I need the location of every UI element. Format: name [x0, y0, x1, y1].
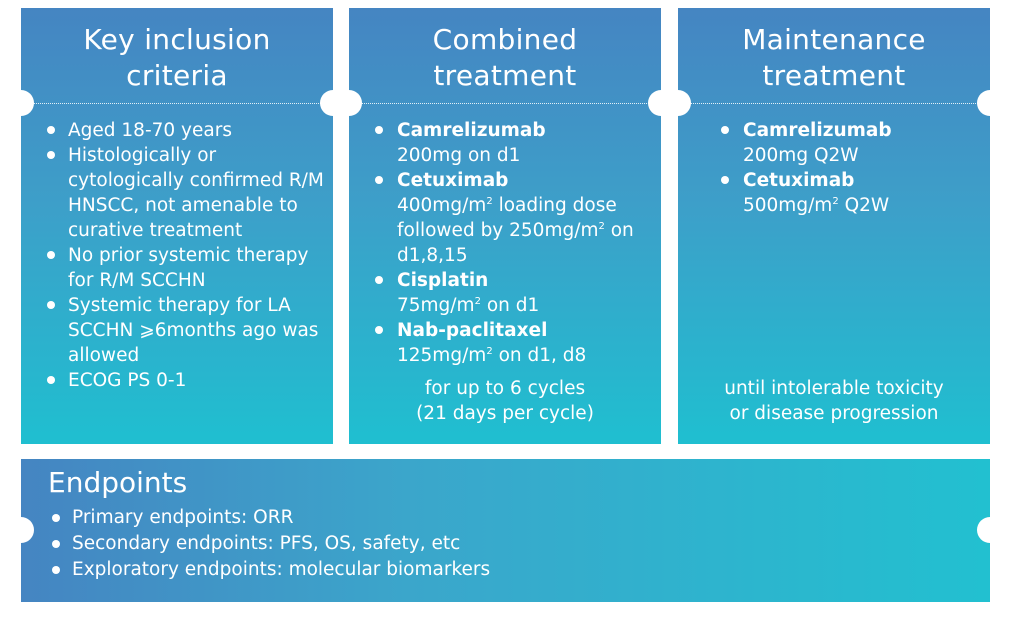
- notch-circle: [977, 90, 1003, 116]
- maintenance-treatment-list: Camrelizumab 200mg Q2W Cetuximab 500mg/m…: [720, 118, 982, 218]
- list-item: Camrelizumab 200mg on d1: [374, 118, 653, 168]
- combined-note-line1: for up to 6 cycles: [424, 378, 586, 399]
- inclusion-criteria-title: Key inclusion criteria: [21, 22, 333, 94]
- list-item: Exploratory endpoints: molecular biomark…: [51, 557, 490, 583]
- maintenance-note-line1: until intolerable toxicity: [724, 378, 944, 399]
- drug-dose: 400mg/m2 loading dose followed by 250mg/…: [397, 195, 634, 266]
- notch-circle: [336, 90, 362, 116]
- inclusion-criteria-list: Aged 18-70 years Histologically or cytol…: [46, 118, 325, 393]
- drug-dose: 200mg Q2W: [743, 145, 859, 166]
- drug-name: Cetuximab: [743, 170, 855, 191]
- drug-dose: 75mg/m2 on d1: [397, 295, 540, 316]
- notch-circle: [977, 517, 1003, 543]
- inclusion-criteria-panel: Key inclusion criteria Aged 18-70 years …: [21, 8, 333, 444]
- list-item: Aged 18-70 years: [46, 118, 325, 143]
- drug-name: Nab-paclitaxel: [397, 320, 548, 341]
- maintenance-treatment-panel: Maintenance treatment Camrelizumab 200mg…: [678, 8, 990, 444]
- drug-name: Camrelizumab: [743, 120, 892, 141]
- combined-note-line2: (21 days per cycle): [416, 403, 594, 424]
- list-item: ECOG PS 0-1: [46, 368, 325, 393]
- list-item: Cetuximab 500mg/m2 Q2W: [720, 168, 982, 218]
- endpoints-title: Endpoints: [48, 466, 188, 499]
- drug-dose: 200mg on d1: [397, 145, 521, 166]
- maintenance-title-line1: Maintenance: [742, 23, 926, 56]
- maintenance-treatment-title: Maintenance treatment: [678, 22, 990, 94]
- notch-circle: [665, 90, 691, 116]
- list-item: Cetuximab 400mg/m2 loading dose followed…: [374, 168, 653, 268]
- combined-divider: [359, 103, 651, 104]
- drug-name: Cetuximab: [397, 170, 509, 191]
- list-item: Systemic therapy for LA SCCHN ⩾6months a…: [46, 293, 325, 368]
- combined-treatment-title: Combined treatment: [349, 22, 661, 94]
- list-item: Primary endpoints: ORR: [51, 505, 490, 531]
- combined-title-line2: treatment: [433, 59, 577, 92]
- combined-cycles-note: for up to 6 cycles (21 days per cycle): [349, 376, 661, 426]
- drug-dose: 125mg/m2 on d1, d8: [397, 345, 587, 366]
- drug-dose: 500mg/m2 Q2W: [743, 195, 890, 216]
- drug-name: Camrelizumab: [397, 120, 546, 141]
- list-item: Nab-paclitaxel 125mg/m2 on d1, d8: [374, 318, 653, 368]
- combined-title-line1: Combined: [432, 23, 578, 56]
- list-item: No prior systemic therapy for R/M SCCHN: [46, 243, 325, 293]
- inclusion-title-line1: Key inclusion: [83, 23, 271, 56]
- endpoints-panel: Endpoints Primary endpoints: ORR Seconda…: [21, 459, 990, 602]
- list-item: Cisplatin 75mg/m2 on d1: [374, 268, 653, 318]
- drug-name: Cisplatin: [397, 270, 489, 291]
- maintenance-divider: [688, 103, 980, 104]
- inclusion-divider: [31, 103, 323, 104]
- maintenance-note-line2: or disease progression: [729, 403, 939, 424]
- notch-circle: [8, 517, 34, 543]
- inclusion-title-line2: criteria: [126, 59, 228, 92]
- maintenance-title-line2: treatment: [762, 59, 906, 92]
- list-item: Secondary endpoints: PFS, OS, safety, et…: [51, 531, 490, 557]
- maintenance-duration-note: until intolerable toxicity or disease pr…: [678, 376, 990, 426]
- combined-treatment-panel: Combined treatment Camrelizumab 200mg on…: [349, 8, 661, 444]
- list-item: Histologically or cytologically confirme…: [46, 143, 325, 243]
- combined-treatment-list: Camrelizumab 200mg on d1 Cetuximab 400mg…: [374, 118, 653, 368]
- endpoints-list: Primary endpoints: ORR Secondary endpoin…: [51, 505, 490, 583]
- list-item: Camrelizumab 200mg Q2W: [720, 118, 982, 168]
- notch-circle: [8, 90, 34, 116]
